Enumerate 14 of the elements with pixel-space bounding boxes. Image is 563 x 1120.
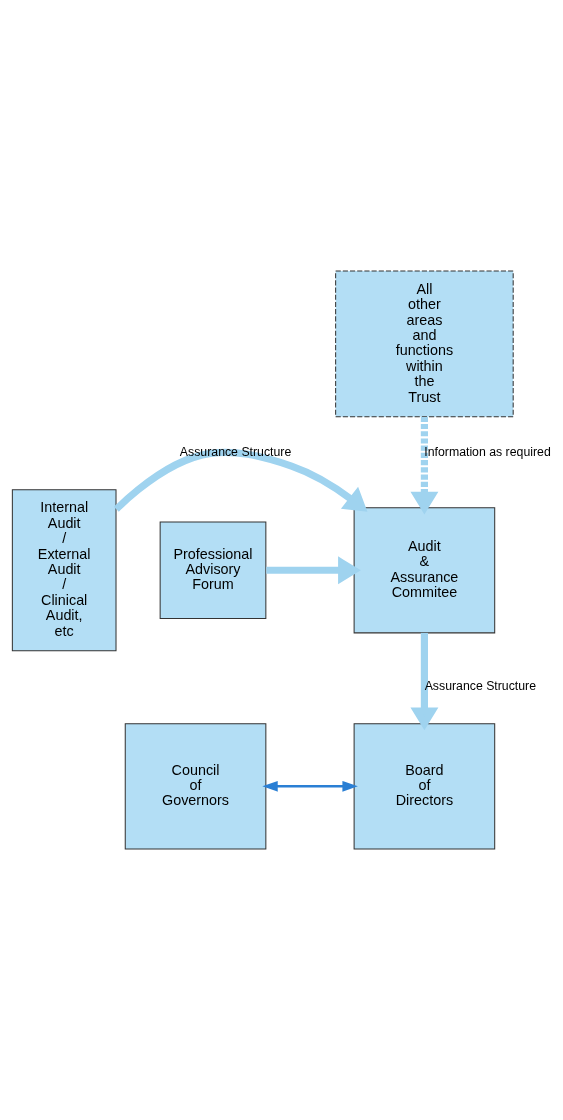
node-box: Internal Audit / External Audit / Clinical Audit, etc — [11, 489, 117, 652]
node-box: All other areas and functions within the Trust — [335, 270, 514, 418]
node-box: Professional Advisory Forum — [159, 521, 267, 619]
edge-label: Assurance Structure — [424, 679, 537, 694]
arrow — [262, 780, 358, 792]
node-box: Board of Directors — [353, 723, 496, 850]
arrow — [410, 416, 439, 515]
arrow — [113, 448, 368, 512]
node-box: Council of Governors — [124, 723, 267, 850]
edge-label: Assurance Structure — [179, 445, 292, 460]
node-box: Audit & Assurance Commitee — [353, 507, 496, 634]
edge-label: Information as required — [424, 445, 551, 460]
arrow — [410, 632, 439, 731]
arrow — [266, 556, 361, 585]
